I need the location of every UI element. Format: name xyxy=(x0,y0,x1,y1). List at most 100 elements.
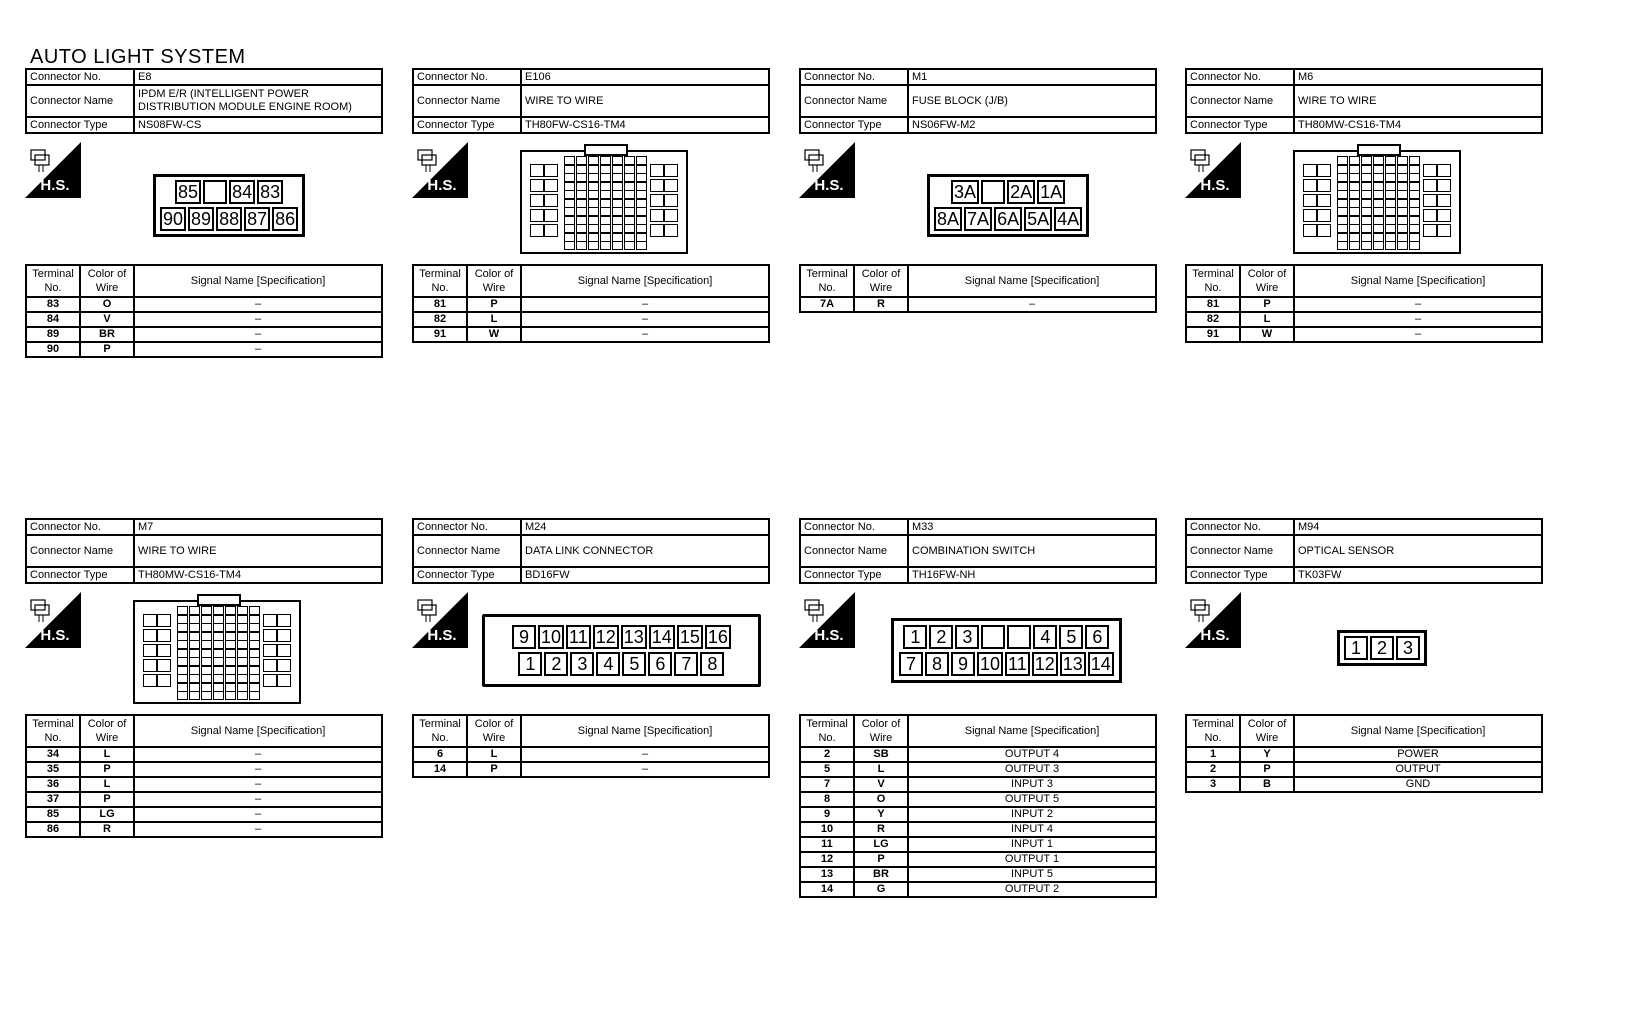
cell-terminal: 84 xyxy=(25,311,81,328)
col-color-of-wire: Color of Wire xyxy=(466,264,522,298)
connector-no-value: M7 xyxy=(133,518,383,536)
terminal-cell: 84 xyxy=(229,180,256,204)
cell-signal: – xyxy=(133,311,383,328)
connector-type-value: TH16FW-NH xyxy=(907,566,1157,584)
terminal-cell: 11 xyxy=(566,625,591,649)
terminal-cell: 4A xyxy=(1054,207,1083,231)
terminal-slot xyxy=(143,674,157,687)
connector-face xyxy=(133,594,301,708)
terminal-slot xyxy=(157,674,171,687)
cell-terminal: 8 xyxy=(799,791,855,808)
cell-terminal: 85 xyxy=(25,806,81,823)
cell-wire-color: R xyxy=(853,296,909,313)
cell-signal: – xyxy=(907,296,1157,313)
terminal-slot xyxy=(650,164,664,177)
cell-terminal: 90 xyxy=(25,341,81,358)
terminal-slot xyxy=(157,659,171,672)
cell-signal: INPUT 1 xyxy=(907,836,1157,853)
terminal-slot xyxy=(143,629,157,642)
terminal-slot xyxy=(1423,224,1437,237)
terminal-slot xyxy=(544,194,558,207)
connector-name-label: Connector Name xyxy=(25,534,135,568)
terminal-cell: 6 xyxy=(1085,625,1110,649)
cell-wire-color: B xyxy=(1239,776,1295,793)
cell-signal: – xyxy=(133,746,383,763)
cell-signal: – xyxy=(520,761,770,778)
terminal-slot xyxy=(213,691,224,700)
cell-signal: OUTPUT 4 xyxy=(907,746,1157,763)
connector-no-label: Connector No. xyxy=(1185,68,1295,86)
terminal-cell: 3A xyxy=(951,180,980,204)
terminal-slot xyxy=(277,614,291,627)
cell-terminal: 91 xyxy=(1185,326,1241,343)
terminal-slot xyxy=(530,209,544,222)
terminal-cell: 86 xyxy=(272,207,299,231)
terminal-slot xyxy=(1409,241,1420,250)
terminal-slot xyxy=(1385,241,1396,250)
cell-signal: INPUT 3 xyxy=(907,776,1157,793)
terminal-slot xyxy=(263,629,277,642)
terminal-slot xyxy=(277,629,291,642)
terminal-slot xyxy=(544,179,558,192)
connector-face xyxy=(520,144,688,258)
terminal-slot xyxy=(277,644,291,657)
hs-label: H.S. xyxy=(40,627,69,644)
harness-side-icon: H.S. xyxy=(799,592,855,648)
cell-terminal: 9 xyxy=(799,806,855,823)
connector-no-value: E8 xyxy=(133,68,383,86)
cell-signal: OUTPUT 3 xyxy=(907,761,1157,778)
terminal-slot xyxy=(1303,179,1317,192)
terminal-slot xyxy=(1361,241,1372,250)
cell-wire-color: Y xyxy=(1239,746,1295,763)
terminal-slot xyxy=(664,179,678,192)
cell-signal: POWER xyxy=(1293,746,1543,763)
cell-terminal: 10 xyxy=(799,821,855,838)
page-title: AUTO LIGHT SYSTEM xyxy=(30,46,246,68)
terminal-cell: 85 xyxy=(175,180,202,204)
cell-wire-color: R xyxy=(853,821,909,838)
cell-wire-color: P xyxy=(466,296,522,313)
terminal-cell: 3 xyxy=(1396,636,1420,660)
connector-type-label: Connector Type xyxy=(412,566,522,584)
connector-no-label: Connector No. xyxy=(25,518,135,536)
connector-name-value: WIRE TO WIRE xyxy=(520,84,770,118)
hs-label: H.S. xyxy=(1200,627,1229,644)
hs-label: H.S. xyxy=(40,177,69,194)
terminal-slot xyxy=(225,691,236,700)
terminal-slot xyxy=(588,241,599,250)
terminal-slot xyxy=(1437,179,1451,192)
terminal-slot xyxy=(277,659,291,672)
terminal-slot xyxy=(1303,164,1317,177)
cell-wire-color: P xyxy=(79,761,135,778)
cell-wire-color: W xyxy=(466,326,522,343)
cell-terminal: 7A xyxy=(799,296,855,313)
cell-terminal: 14 xyxy=(412,761,468,778)
hs-label: H.S. xyxy=(814,627,843,644)
harness-side-icon: H.S. xyxy=(25,592,81,648)
terminal-slot xyxy=(544,224,558,237)
terminal-cell: 1 xyxy=(1344,636,1368,660)
cell-signal: OUTPUT 2 xyxy=(907,881,1157,898)
terminal-slot xyxy=(1317,194,1331,207)
connector-no-value: M6 xyxy=(1293,68,1543,86)
terminal-slot xyxy=(1437,164,1451,177)
